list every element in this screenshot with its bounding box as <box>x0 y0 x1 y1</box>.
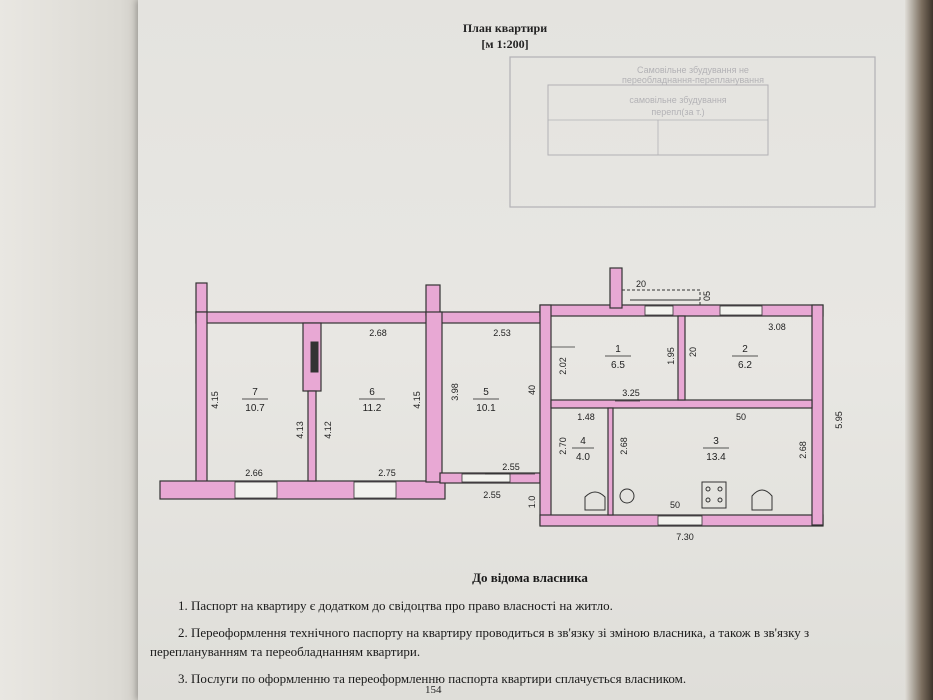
windows <box>234 305 763 526</box>
dim-1-95: 1.95 <box>666 347 676 365</box>
dim-50-bottom: 50 <box>670 500 680 510</box>
dim-2-70: 2.70 <box>558 437 568 455</box>
wall-partition-6-5 <box>425 311 443 483</box>
dim-2-02: 2.02 <box>558 357 568 375</box>
toilet-fixture <box>584 491 606 511</box>
room-5-number: 5 <box>483 387 489 398</box>
window-room-6 <box>353 481 397 499</box>
dim-20-top: 20 <box>636 279 646 289</box>
left-book-page <box>0 0 150 700</box>
dim-40: 40 <box>527 385 537 395</box>
dim-3-08: 3.08 <box>768 322 786 332</box>
book-spine-shadow <box>905 0 933 700</box>
wall-bottom-left <box>159 480 446 500</box>
dim-1-48: 1.48 <box>577 412 595 422</box>
wall-outer-right <box>811 304 824 526</box>
dim-5-95: 5.95 <box>834 411 844 429</box>
wall-top-right <box>539 304 824 317</box>
room-7-area: 10.7 <box>245 403 265 414</box>
wall-outer-left <box>195 311 208 483</box>
room-1-number: 1 <box>615 344 621 355</box>
wall-partition-1-2 <box>677 315 686 401</box>
wall-right-block-left <box>539 304 552 526</box>
upper-outline <box>622 289 701 305</box>
dim-3-98: 3.98 <box>450 383 460 401</box>
room-1-area: 6.5 <box>611 360 625 371</box>
room-3-number: 3 <box>713 436 719 447</box>
room-4-number: 4 <box>580 436 586 447</box>
wall-partition-4-3 <box>607 407 614 516</box>
stamp-line-2: переобладнання-перепланування <box>622 75 764 85</box>
dim-50-mid: 50 <box>736 412 746 422</box>
wall-post-right <box>609 267 623 309</box>
dim-4-13: 4.13 <box>295 421 305 439</box>
window-room-5 <box>461 473 511 483</box>
window-room-3 <box>657 515 703 526</box>
document-page <box>138 0 918 700</box>
note-item-1: 1. Паспорт на квартиру є додатком до сві… <box>178 598 613 613</box>
wall-partition-horizontal <box>550 399 813 409</box>
dim-2-68-bath: 2.68 <box>619 437 629 455</box>
room-6-number: 6 <box>369 387 375 398</box>
room-2-number: 2 <box>742 344 748 355</box>
wall-post-middle <box>425 284 441 316</box>
room-2-area: 6.2 <box>738 360 752 371</box>
wall-top-left <box>195 311 542 324</box>
faded-stamp: Самовільне збудування не переобладнання-… <box>509 56 876 208</box>
stove-fixture <box>701 481 727 509</box>
dim-7-30: 7.30 <box>676 532 694 542</box>
room-6-area: 11.2 <box>363 403 382 414</box>
dim-2-75: 2.75 <box>378 468 396 478</box>
dim-4-15-left: 4.15 <box>210 391 220 409</box>
dim-3-25: 3.25 <box>622 388 640 398</box>
stamp-line-3: самовільне збудування <box>629 95 726 105</box>
stamp-line-1: Самовільне збудування не <box>637 65 749 75</box>
page-number: 154 <box>425 684 442 696</box>
window-room-2 <box>719 305 763 316</box>
dim-05: 05 <box>702 291 712 301</box>
dim-1-0: 1.0 <box>527 496 537 509</box>
dimension-lines <box>485 346 640 475</box>
room-5-area: 10.1 <box>476 403 496 414</box>
room-4-area: 4.0 <box>576 452 590 463</box>
dim-2-68-top: 2.68 <box>369 328 387 338</box>
note-item-2: 2. Переоформлення технічного паспорту на… <box>150 625 810 659</box>
chimney-flue <box>310 341 319 373</box>
dim-2-55: 2.55 <box>502 462 520 472</box>
dim-2-55-low: 2.55 <box>483 490 501 500</box>
plan-title: План квартири [м 1:200] <box>430 20 580 52</box>
dim-2-68-right: 2.68 <box>798 441 808 459</box>
boiler-fixture <box>619 488 635 504</box>
plan-title-name: План квартири <box>462 21 548 35</box>
room-7-number: 7 <box>252 387 258 398</box>
note-item-3: 3. Послуги по оформленню та переоформлен… <box>178 671 687 686</box>
window-room-1 <box>644 305 674 316</box>
stamp-line-4: перепл(за т.) <box>651 107 704 117</box>
room-labels: 7 10.7 6 11.2 5 10.1 1 6.5 2 6.2 4 4.0 3… <box>242 344 758 463</box>
dim-20-side: 20 <box>688 347 698 357</box>
dim-4-12: 4.12 <box>323 421 333 439</box>
window-room-7 <box>234 481 278 499</box>
notes-title: До відома власника <box>472 570 588 585</box>
room-3-area: 13.4 <box>706 452 726 463</box>
owner-notes: До відома власника 1. Паспорт на квартир… <box>150 570 890 696</box>
wall-partition-7-6 <box>307 390 317 482</box>
plan-scale: [м 1:200] <box>481 37 529 51</box>
dimension-labels: 2.68 2.53 4.15 4.13 4.12 4.15 3.98 2.66 … <box>210 279 844 542</box>
sink-fixture <box>751 489 773 511</box>
dim-2-53-top: 2.53 <box>493 328 511 338</box>
dim-2-66: 2.66 <box>245 468 263 478</box>
fixtures <box>310 341 773 511</box>
dim-4-15-mid: 4.15 <box>412 391 422 409</box>
wall-post-left <box>195 282 208 314</box>
